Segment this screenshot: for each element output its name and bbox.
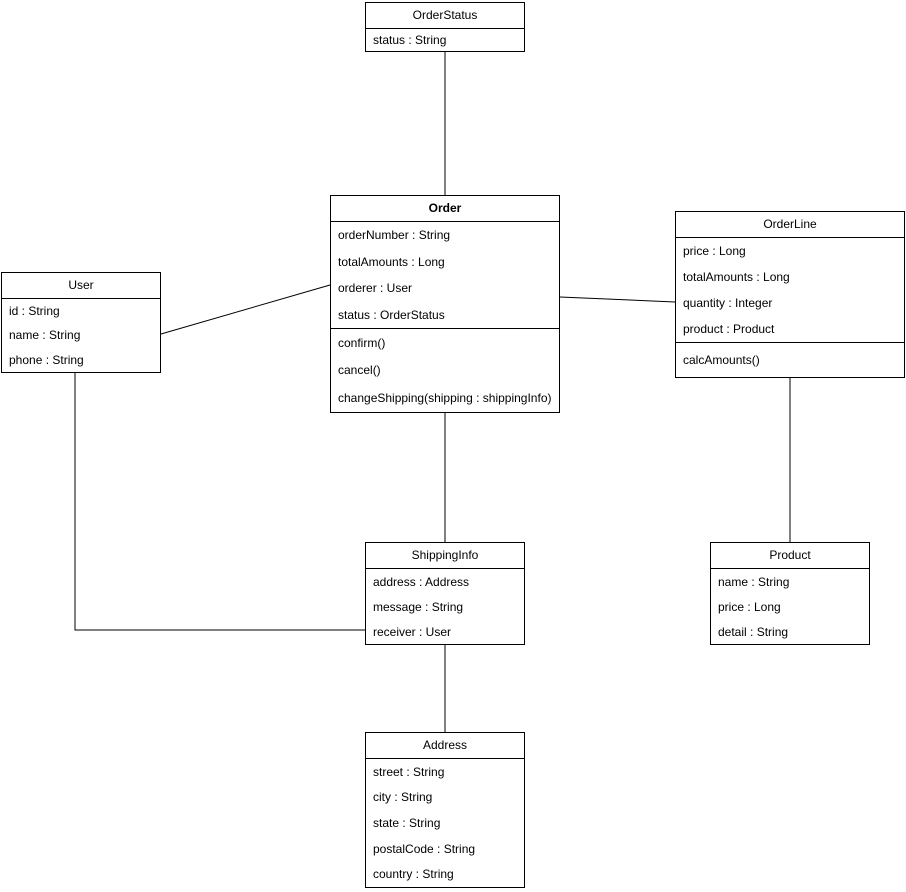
class-orderline-methods: calcAmounts() [676, 342, 904, 377]
attribute: city : String [373, 790, 433, 805]
attribute: name : String [718, 574, 790, 589]
class-order-methods: confirm() cancel() changeShipping(shippi… [331, 328, 559, 412]
method: cancel() [338, 363, 381, 378]
class-product[interactable]: Product name : String price : Long detai… [710, 542, 870, 645]
attribute: product : Product [683, 322, 775, 336]
attribute: state : String [373, 815, 441, 830]
method: confirm() [338, 335, 386, 350]
attribute: quantity : Integer [683, 296, 773, 310]
class-product-attributes: name : String price : Long detail : Stri… [711, 569, 869, 644]
attribute: orderNumber : String [338, 228, 451, 243]
attribute: status : OrderStatus [338, 307, 445, 322]
attribute: message : String [373, 599, 464, 614]
attribute: name : String [9, 328, 81, 343]
class-address-attributes: street : String city : String state : St… [366, 759, 524, 887]
attribute: orderer : User [338, 281, 413, 296]
class-orderline-attributes: price : Long totalAmounts : Long quantit… [676, 238, 904, 342]
method: changeShipping(shipping : shippingInfo) [338, 391, 552, 406]
class-order-title: Order [331, 196, 559, 222]
class-user-attributes: id : String name : String phone : String [2, 299, 160, 372]
class-user[interactable]: User id : String name : String phone : S… [1, 272, 161, 373]
attribute: detail : String [718, 624, 789, 639]
edge-user-order[interactable] [160, 284, 331, 335]
attribute: id : String [9, 304, 60, 319]
class-orderstatus[interactable]: OrderStatus status : String [365, 2, 525, 52]
attribute: receiver : User [373, 624, 452, 639]
attribute: price : Long [683, 244, 746, 258]
method: calcAmounts() [683, 353, 760, 367]
class-address-title: Address [366, 733, 524, 759]
class-orderline[interactable]: OrderLine price : Long totalAmounts : Lo… [675, 211, 905, 378]
class-order[interactable]: Order orderNumber : String totalAmounts … [330, 195, 560, 413]
edge-order-orderline[interactable] [559, 296, 676, 303]
edge-user-shippinginfo[interactable] [74, 373, 365, 631]
attribute: status : String [373, 33, 447, 47]
class-shippinginfo-title: ShippingInfo [366, 543, 524, 569]
attribute: phone : String [9, 352, 84, 367]
class-orderline-title: OrderLine [676, 212, 904, 238]
class-orderstatus-title: OrderStatus [366, 3, 524, 29]
attribute: country : String [373, 867, 454, 882]
class-user-title: User [2, 273, 160, 299]
attribute: postalCode : String [373, 841, 476, 856]
attribute: totalAmounts : Long [338, 254, 445, 269]
class-address[interactable]: Address street : String city : String st… [365, 732, 525, 888]
attribute: price : Long [718, 599, 781, 614]
attribute: totalAmounts : Long [683, 270, 790, 284]
class-shippinginfo[interactable]: ShippingInfo address : Address message :… [365, 542, 525, 645]
attribute: address : Address [373, 574, 470, 589]
attribute: street : String [373, 764, 445, 779]
class-shippinginfo-attributes: address : Address message : String recei… [366, 569, 524, 644]
class-product-title: Product [711, 543, 869, 569]
class-orderstatus-attributes: status : String [366, 29, 524, 51]
class-order-attributes: orderNumber : String totalAmounts : Long… [331, 222, 559, 328]
